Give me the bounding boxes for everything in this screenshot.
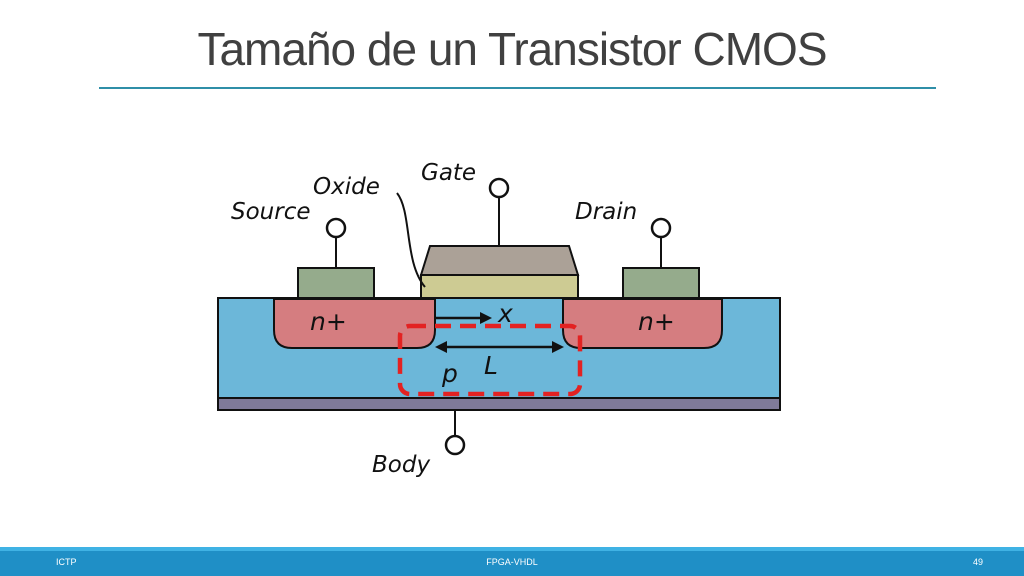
x-axis-label: x	[497, 299, 513, 328]
gate-terminal	[488, 177, 510, 199]
footer-course: FPGA-VHDL	[486, 557, 538, 567]
body-plate	[217, 397, 781, 411]
drain-label: Drain	[575, 199, 637, 225]
body-label: Body	[372, 452, 430, 478]
source-terminal	[325, 217, 347, 239]
footer-page-number: 49	[973, 557, 984, 567]
p-substrate-label: p	[441, 359, 458, 388]
body-terminal	[444, 434, 466, 456]
channel-highlight-box	[397, 323, 583, 397]
source-n-plus-region	[273, 298, 436, 349]
source-label: Source	[231, 199, 311, 225]
footer-accent-strip	[0, 547, 1024, 551]
oxide-label: Oxide	[313, 174, 380, 200]
drain-terminal	[650, 217, 672, 239]
oxide-pointer	[396, 192, 426, 288]
slide-title: Tamaño de un Transistor CMOS	[197, 23, 827, 75]
gate-oxide	[420, 274, 579, 299]
source-n-plus-label: n+	[310, 307, 347, 336]
gate-electrode	[419, 245, 580, 276]
cmos-transistor-diagram: Gate Oxide Source Drain Body n+ n+ p L x	[217, 160, 781, 478]
drain-n-plus-region	[562, 298, 723, 349]
title-divider	[99, 87, 936, 89]
length-label: L	[484, 351, 498, 380]
drain-n-plus-label: n+	[638, 307, 675, 336]
footer-bar	[0, 547, 1024, 576]
footer-organization: ICTP	[56, 557, 77, 567]
drain-contact	[622, 267, 700, 299]
source-contact	[297, 267, 375, 299]
gate-label: Gate	[421, 160, 476, 186]
